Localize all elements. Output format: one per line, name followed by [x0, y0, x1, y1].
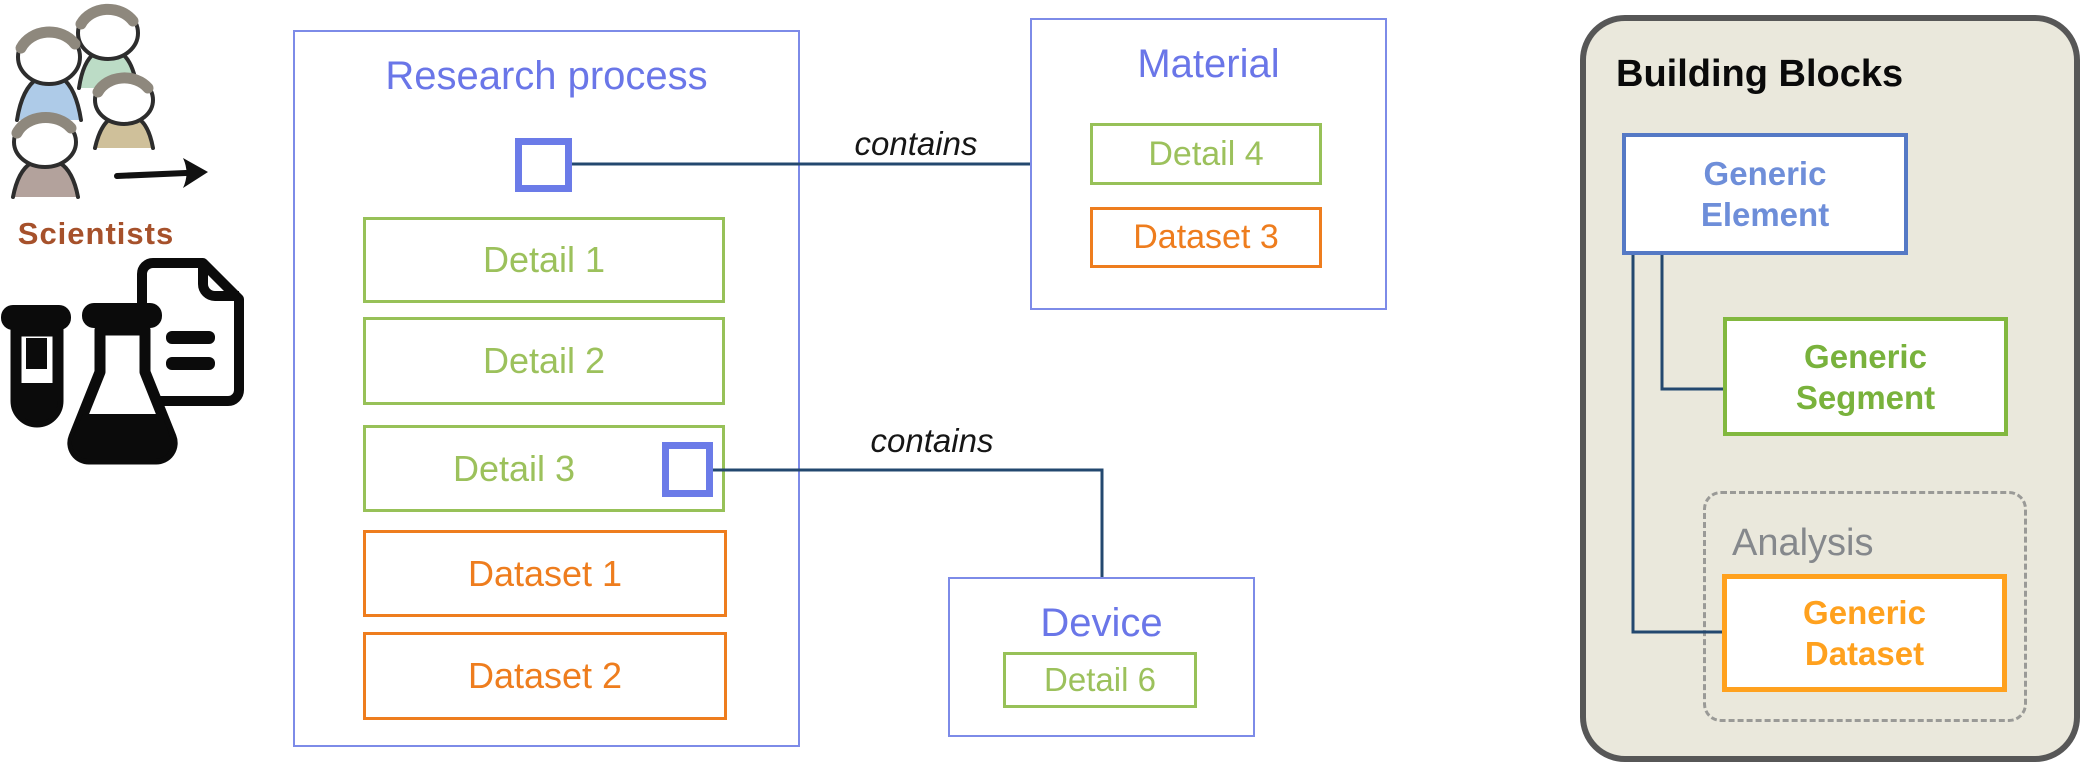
- scientists-caption: Scientists: [17, 216, 175, 251]
- research-detail-2: Detail 2: [363, 317, 725, 405]
- device-detail-6: Detail 6: [1003, 652, 1197, 708]
- scientists-illustration: [1, 3, 244, 465]
- generic-element-line2: Element: [1700, 196, 1830, 233]
- material-detail-4-label: Detail 4: [1148, 134, 1264, 173]
- research-detail-2-label: Detail 2: [482, 340, 606, 381]
- generic-segment-node: Generic Segment: [1723, 317, 2008, 436]
- research-anchor-square: [515, 138, 572, 192]
- building-blocks-title: Building Blocks: [1616, 53, 1904, 95]
- test-tube-icon: [1, 305, 71, 428]
- generic-dataset-line1: Generic: [1803, 594, 1926, 631]
- device-detail-6-label: Detail 6: [1044, 661, 1156, 698]
- generic-element-line1: Generic: [1703, 155, 1827, 192]
- detail-3-anchor-square: [662, 442, 713, 497]
- material-dataset-3: Dataset 3: [1090, 207, 1322, 268]
- research-detail-3-label: Detail 3: [452, 447, 576, 489]
- generic-dataset-line2: Dataset: [1804, 635, 1925, 672]
- device-title: Device: [1040, 601, 1163, 645]
- research-dataset-2: Dataset 2: [363, 632, 727, 720]
- research-process-box: [293, 30, 800, 747]
- material-dataset-3-label: Dataset 3: [1133, 218, 1279, 256]
- analysis-label: Analysis: [1732, 522, 1874, 564]
- device-box: [948, 577, 1255, 737]
- research-dataset-1: Dataset 1: [363, 530, 727, 617]
- flask-icon: [67, 303, 178, 465]
- scientists-group-icon: [11, 3, 155, 199]
- document-icon: [137, 258, 244, 406]
- contains-label-device: contains: [870, 422, 994, 459]
- material-detail-4: Detail 4: [1090, 123, 1322, 185]
- generic-dataset-node: Generic Dataset: [1722, 574, 2007, 692]
- generic-segment-line2: Segment: [1795, 378, 1936, 416]
- contains-label-material: contains: [854, 125, 978, 162]
- material-title: Material: [1137, 42, 1280, 86]
- research-dataset-2-label: Dataset 2: [467, 655, 623, 696]
- material-box: [1030, 18, 1387, 310]
- research-dataset-1-label: Dataset 1: [467, 552, 623, 594]
- generic-segment-line1: Generic: [1804, 337, 1927, 375]
- research-process-title: Research process: [385, 54, 708, 98]
- research-detail-1: Detail 1: [363, 217, 725, 303]
- generic-element-node: Generic Element: [1622, 133, 1908, 255]
- research-detail-1-label: Detail 1: [482, 239, 606, 280]
- arrow-right-icon: [114, 158, 208, 188]
